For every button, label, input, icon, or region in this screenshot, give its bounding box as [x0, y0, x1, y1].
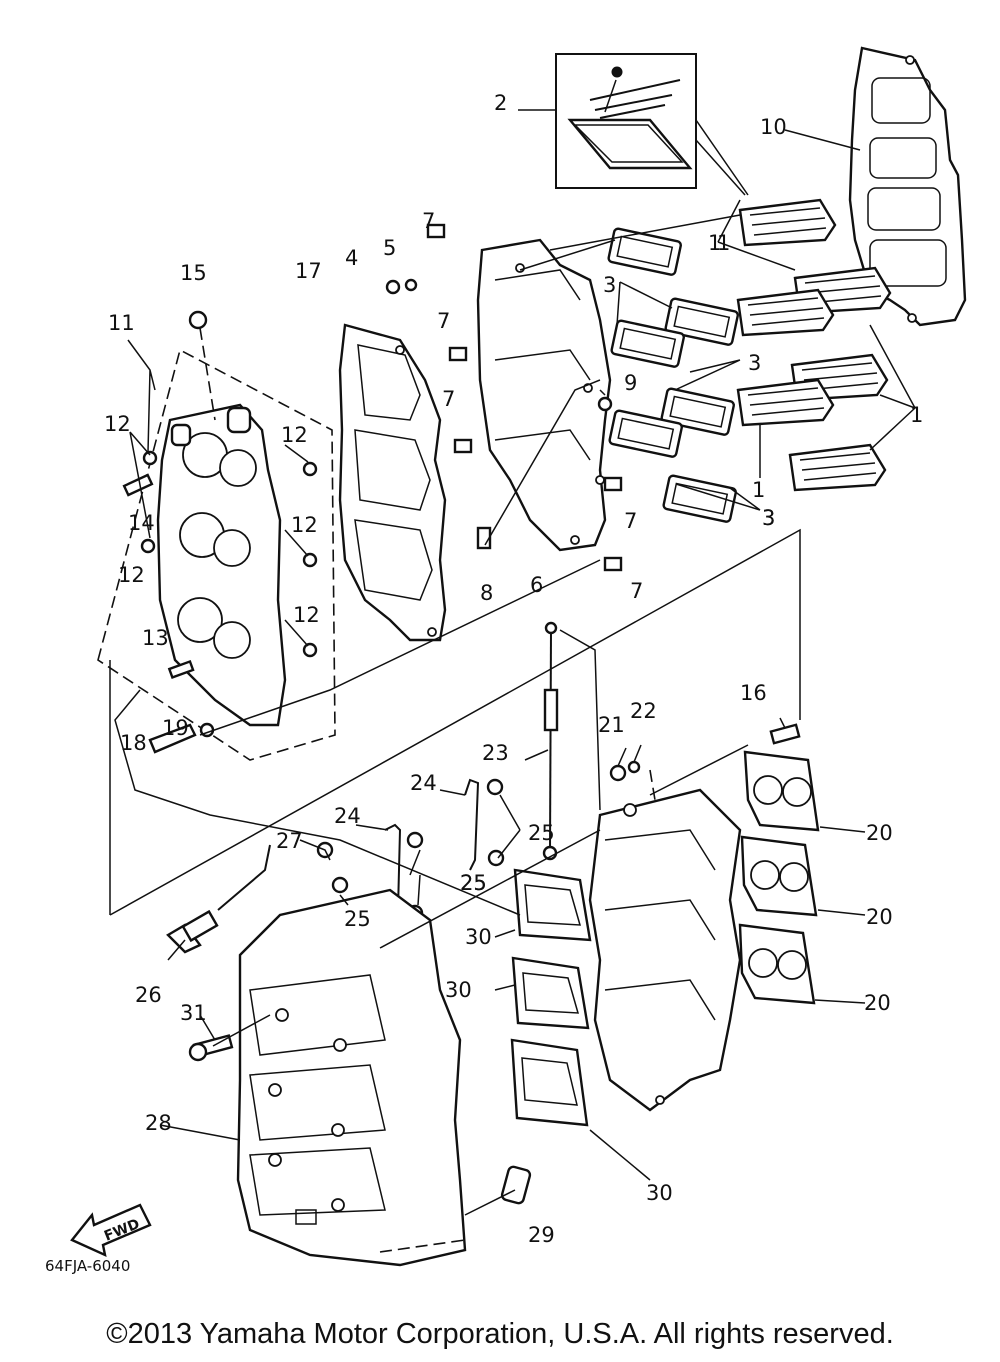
callout-22: 22: [630, 699, 657, 723]
callout-25: 25: [460, 871, 487, 895]
callout-25: 25: [344, 907, 371, 931]
callout-5: 5: [383, 236, 396, 260]
gasket-17: [338, 323, 447, 642]
callout-10: 10: [760, 115, 787, 139]
callout-16: 16: [740, 681, 767, 705]
callout-12: 12: [291, 513, 318, 537]
sensor-26: [166, 844, 271, 954]
callout-15: 15: [180, 261, 207, 285]
gasket-10: [848, 46, 967, 327]
callout-20: 20: [866, 821, 893, 845]
reed-valves: [607, 198, 892, 523]
gaskets-20-30: [510, 750, 820, 1127]
fasteners: [122, 223, 801, 782]
callout-31: 31: [180, 1001, 207, 1025]
intake-manifold-11: [97, 348, 336, 761]
callout-19: 19: [162, 716, 189, 740]
callout-7: 7: [624, 509, 637, 533]
callout-11: 11: [108, 311, 135, 335]
callout-20: 20: [866, 905, 893, 929]
leader-lines: [109, 109, 916, 1253]
callout-2: 2: [494, 91, 507, 115]
callout-29: 29: [528, 1223, 555, 1247]
callout-12: 12: [281, 423, 308, 447]
reed-valve-plate-6: [476, 238, 612, 552]
callout-23: 23: [482, 741, 509, 765]
callout-30: 30: [646, 1181, 673, 1205]
callout-3: 3: [762, 506, 775, 530]
callout-12: 12: [118, 563, 145, 587]
callout-4: 4: [345, 246, 358, 270]
callout-28: 28: [145, 1111, 172, 1135]
callout-7: 7: [442, 387, 455, 411]
callout-6: 6: [530, 573, 543, 597]
callout-24: 24: [334, 804, 361, 828]
callout-3: 3: [748, 351, 761, 375]
silencer-cover-28: [236, 888, 467, 1267]
callout-labels: 1 1 1 1 2 3 3 3 3 4 5 6 7 7 7 7 7 8 9 10…: [104, 91, 923, 1247]
callout-9: 9: [624, 371, 637, 395]
callout-21: 21: [598, 713, 625, 737]
callout-1: 1: [717, 231, 730, 255]
callout-25: 25: [460, 871, 487, 895]
callout-30: 30: [445, 978, 472, 1002]
diagram-code: 64FJA-6040: [45, 1257, 130, 1275]
callout-14: 14: [128, 511, 155, 535]
callout-13: 13: [142, 626, 169, 650]
callout-27: 27: [276, 829, 303, 853]
callout-7: 7: [630, 579, 643, 603]
copyright-notice: ©2013 Yamaha Motor Corporation, U.S.A. A…: [106, 1318, 894, 1350]
callout-30: 30: [465, 925, 492, 949]
callout-18: 18: [120, 731, 147, 755]
callout-24: 24: [410, 771, 437, 795]
callout-3: 3: [603, 273, 616, 297]
callout-26: 26: [135, 983, 162, 1007]
callout-1: 1: [708, 231, 721, 255]
callout-7: 7: [422, 209, 435, 233]
callout-7: 7: [437, 309, 450, 333]
callout-1: 1: [910, 403, 923, 427]
callout-1: 1: [752, 478, 765, 502]
callout-12: 12: [104, 412, 131, 436]
fwd-arrow: FWD: [70, 1203, 152, 1258]
reed-valve-inset: [555, 53, 697, 189]
callout-8: 8: [480, 581, 493, 605]
callout-3: 3: [762, 506, 775, 530]
callout-17: 17: [295, 259, 322, 283]
callout-25: 25: [528, 821, 555, 845]
callout-12: 12: [293, 603, 320, 627]
callout-20: 20: [864, 991, 891, 1015]
throttle-body-assembly: [588, 788, 742, 1112]
